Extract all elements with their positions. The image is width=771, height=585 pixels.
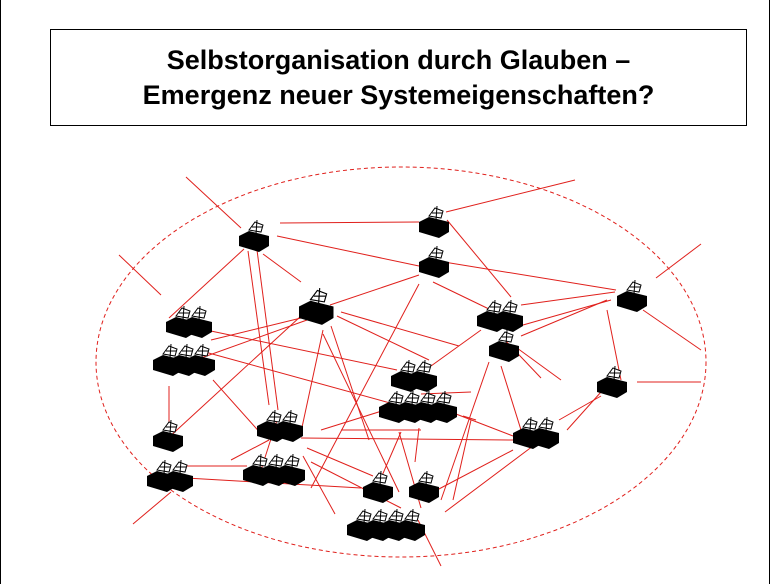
network-link <box>320 409 386 431</box>
network-link <box>566 391 602 431</box>
network-link <box>302 455 336 515</box>
person-on-desk-icon <box>529 416 559 449</box>
person-on-desk-icon <box>275 453 305 486</box>
network-nodes <box>147 205 647 541</box>
title-line-2: Emergenz neuer Systemeigenschaften? <box>142 79 655 110</box>
network-link <box>516 347 562 381</box>
person-on-desk-icon <box>185 343 215 376</box>
node-cluster-k <box>379 390 457 423</box>
network-link <box>443 261 617 291</box>
network-link <box>336 315 430 361</box>
network-link <box>414 427 420 463</box>
node-cluster-f <box>166 305 212 338</box>
person-on-desk-icon <box>163 459 193 492</box>
network-link <box>300 437 514 441</box>
node-cluster-h <box>477 299 523 332</box>
node-cluster-b <box>419 205 449 238</box>
person-on-desk-icon <box>617 279 647 312</box>
network-link <box>642 309 702 351</box>
person-on-desk-icon <box>419 245 449 278</box>
network-link <box>520 291 616 306</box>
person-on-desk-icon <box>409 470 439 503</box>
network-link <box>132 491 172 525</box>
node-cluster-d <box>299 288 334 325</box>
node-cluster-l <box>597 365 627 398</box>
page-title: Selbstorganisation durch Glauben – Emerg… <box>143 43 655 113</box>
network-link <box>186 325 398 371</box>
node-cluster-o <box>257 409 303 442</box>
network-link <box>430 329 482 367</box>
network-link <box>230 439 270 461</box>
network-link <box>455 413 514 437</box>
network-link <box>452 419 472 501</box>
node-cluster-m <box>513 416 559 449</box>
person-on-desk-icon <box>489 329 519 362</box>
network-link <box>310 283 420 489</box>
node-cluster-n <box>153 419 183 452</box>
network-link <box>520 299 608 337</box>
node-cluster-a <box>239 219 269 252</box>
person-on-desk-icon <box>273 409 303 442</box>
network-links <box>118 176 702 567</box>
network-link <box>279 221 420 224</box>
network-link <box>462 415 477 421</box>
node-cluster-q <box>243 453 305 486</box>
person-on-desk-icon <box>239 219 269 252</box>
person-on-desk-icon <box>363 470 393 503</box>
network-link <box>340 311 460 347</box>
network-link <box>444 439 542 513</box>
network-link <box>330 325 370 441</box>
person-on-desk-icon <box>153 419 183 452</box>
network-link <box>306 447 374 477</box>
network-link <box>440 361 490 501</box>
system-boundary <box>95 166 707 558</box>
title-box: Selbstorganisation durch Glauben – Emerg… <box>50 29 747 126</box>
person-on-desk-icon <box>182 305 212 338</box>
person-on-desk-icon <box>407 359 437 392</box>
network-link <box>165 315 302 441</box>
network-link <box>446 219 512 298</box>
node-cluster-e <box>617 279 647 312</box>
network-link <box>262 253 302 283</box>
network-link <box>210 317 302 341</box>
network-link <box>329 274 420 306</box>
network-link <box>500 365 522 431</box>
network-link <box>606 309 622 381</box>
person-on-desk-icon <box>419 205 449 238</box>
node-cluster-i <box>489 329 519 362</box>
network-link <box>256 249 279 411</box>
person-on-desk-icon <box>427 390 457 423</box>
network-link <box>276 235 420 267</box>
network-link <box>380 431 402 479</box>
node-cluster-c <box>419 245 449 278</box>
node-cluster-r <box>363 470 393 503</box>
network-link <box>185 176 242 229</box>
node-cluster-p <box>147 459 193 492</box>
person-on-desk-icon <box>597 365 627 398</box>
network-link <box>432 281 492 311</box>
network-link <box>558 395 602 421</box>
node-cluster-g <box>153 343 215 376</box>
network-link <box>212 379 264 437</box>
node-cluster-t <box>347 508 425 541</box>
person-on-desk-icon <box>395 508 425 541</box>
network-link <box>436 449 514 491</box>
network-link <box>204 351 402 407</box>
person-on-desk-icon <box>299 288 334 325</box>
network-link <box>168 248 245 319</box>
node-cluster-s <box>409 470 439 503</box>
network-link <box>445 179 576 213</box>
network-link <box>118 254 162 296</box>
title-line-1: Selbstorganisation durch Glauben – <box>166 44 631 75</box>
person-on-desk-icon <box>493 299 523 332</box>
network-link <box>655 243 702 279</box>
node-cluster-j <box>391 359 437 392</box>
